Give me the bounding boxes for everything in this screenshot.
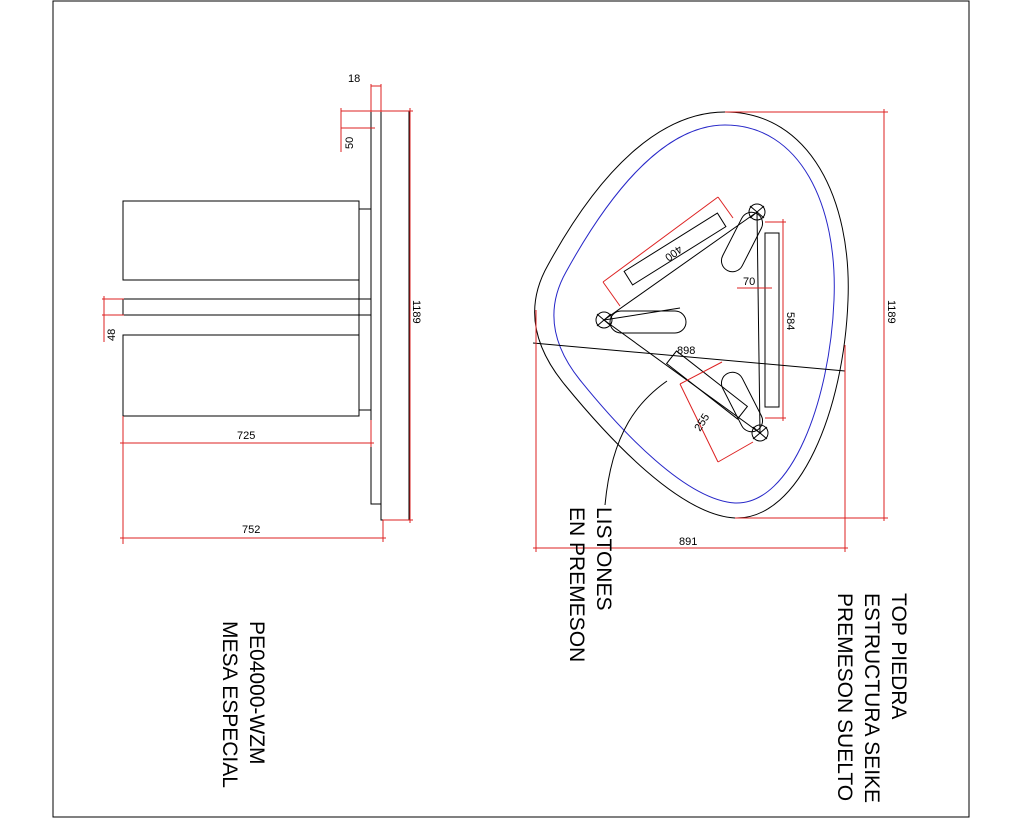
dimension-1189-plan: 1189 bbox=[725, 109, 897, 521]
dimension-752: 752 bbox=[120, 520, 386, 542]
inner-panel bbox=[358, 208, 372, 411]
side-view: 18 50 48 1189 725 bbox=[102, 73, 422, 544]
dimension-400: 400 bbox=[602, 196, 734, 307]
materials-note: TOP PIEDRA ESTRUCTURA SEIKE PREMESON SUE… bbox=[833, 593, 910, 803]
liston-right bbox=[764, 232, 780, 408]
center-rail bbox=[122, 298, 372, 316]
drawing-code: PE04000-WZM bbox=[245, 621, 268, 765]
structure-inner-outline bbox=[553, 124, 835, 504]
callout-listones: LISTONES EN PREMESON bbox=[565, 507, 615, 662]
dim-725-label: 725 bbox=[237, 430, 255, 442]
dimension-50: 50 bbox=[340, 108, 410, 152]
dim-1189-side-label: 1189 bbox=[410, 300, 422, 324]
dimension-48: 48 bbox=[102, 296, 124, 342]
dimension-725: 725 bbox=[120, 416, 374, 544]
dimension-1189-side: 1189 bbox=[383, 108, 422, 523]
plan-view: 400 70 584 898 255 bbox=[532, 109, 897, 552]
callout-line-2: EN PREMESON bbox=[565, 507, 588, 662]
dim-898-label: 898 bbox=[677, 345, 695, 357]
dim-584-label: 584 bbox=[784, 312, 796, 330]
sheet-border bbox=[52, 0, 970, 818]
dim-752-label: 752 bbox=[242, 524, 260, 536]
corner-circles bbox=[595, 203, 769, 442]
frame-plate bbox=[370, 85, 382, 505]
dim-1189-plan-label: 1189 bbox=[885, 300, 897, 324]
leg-tube-top bbox=[720, 211, 764, 273]
callout-line-1: LISTONES bbox=[592, 507, 615, 610]
dimension-70: 70 bbox=[737, 276, 772, 289]
dim-70-label: 70 bbox=[743, 276, 755, 288]
upper-leg-block bbox=[122, 200, 360, 281]
dim-50-label: 50 bbox=[344, 137, 356, 149]
table-top-slab bbox=[380, 110, 410, 521]
drawing-title: MESA ESPECIAL bbox=[218, 621, 241, 788]
dimension-898: 898 bbox=[532, 342, 846, 372]
material-line-3: PREMESON SUELTO bbox=[833, 593, 856, 801]
dimension-584: 584 bbox=[765, 219, 796, 421]
material-line-1: TOP PIEDRA bbox=[887, 593, 910, 719]
premeson-center-rail bbox=[603, 307, 681, 321]
dim-891-label: 891 bbox=[679, 536, 697, 548]
material-line-2: ESTRUCTURA SEIKE bbox=[860, 593, 883, 803]
callout-leader bbox=[604, 380, 668, 506]
lower-leg-block bbox=[122, 334, 360, 417]
leg-tube-left bbox=[609, 310, 687, 334]
dimension-18: 18 bbox=[348, 73, 382, 112]
stone-top-outline bbox=[534, 111, 849, 519]
dim-18-label: 18 bbox=[348, 73, 360, 85]
liston-left bbox=[623, 212, 727, 286]
liston-bottom bbox=[665, 350, 749, 420]
dim-48-label: 48 bbox=[106, 329, 118, 341]
drawing-code-note: PE04000-WZM MESA ESPECIAL bbox=[218, 621, 268, 788]
premeson-triangle bbox=[603, 211, 761, 434]
